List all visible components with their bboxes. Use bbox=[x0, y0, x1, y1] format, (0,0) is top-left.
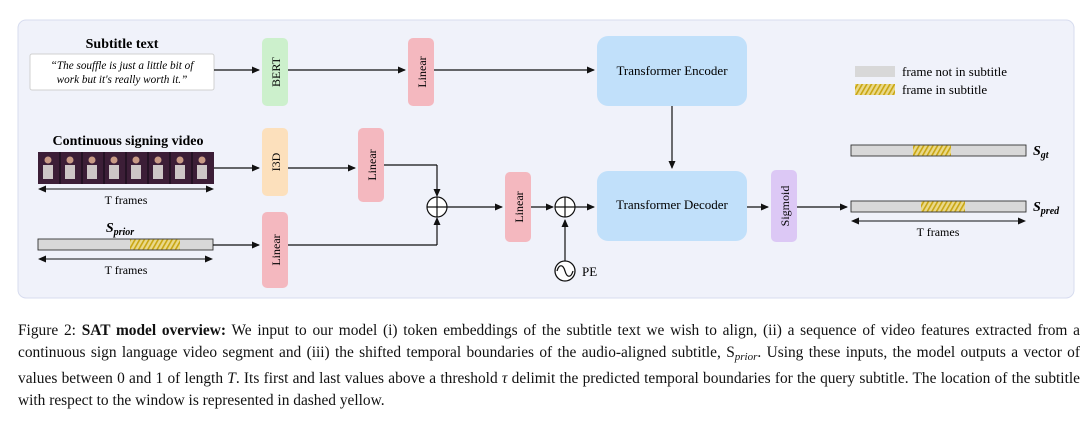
bert-block bbox=[262, 38, 288, 106]
subtitle-quote-line2: work but it's really worth it.” bbox=[57, 74, 188, 86]
transformer-decoder bbox=[597, 171, 747, 241]
linear-label-text: Linear bbox=[415, 56, 429, 87]
s-prior-label: Sprior bbox=[106, 221, 134, 238]
linear-block-fused bbox=[505, 172, 531, 242]
legend-swatch-not-in-subtitle bbox=[855, 66, 895, 77]
video-t-frames: T frames bbox=[105, 193, 148, 207]
bert-label: BERT bbox=[269, 56, 283, 87]
caption-t-var: T bbox=[227, 370, 236, 387]
caption-text-d: delimit the predicted temporal boundarie… bbox=[18, 370, 1080, 409]
transformer-encoder-label: Transformer Encoder bbox=[616, 63, 728, 78]
legend-in-subtitle: frame in subtitle bbox=[902, 82, 987, 97]
subtitle-heading: Subtitle text bbox=[86, 37, 159, 52]
linear-label-fused: Linear bbox=[512, 191, 526, 222]
linear-block-prior bbox=[262, 212, 288, 288]
pe-label: PE bbox=[582, 264, 597, 279]
s-pred-label: Spred bbox=[1033, 200, 1060, 217]
i3d-label: I3D bbox=[269, 152, 283, 171]
s-pred-t-frames: T frames bbox=[917, 225, 960, 239]
s-prior-t-frames: T frames bbox=[105, 263, 148, 277]
caption-tau: τ bbox=[501, 370, 508, 387]
sum-node-1 bbox=[426, 196, 448, 218]
caption-text-b: . Using these inputs, the model outputs … bbox=[18, 343, 1081, 388]
transformer-decoder-label: Transformer Decoder bbox=[616, 197, 728, 212]
transformer-encoder bbox=[597, 36, 747, 106]
video-frames-strip bbox=[38, 152, 214, 184]
caption-sprior-sub: prior bbox=[734, 350, 758, 363]
sum-node-2 bbox=[554, 196, 576, 218]
sigmoid-label: Sigmoid bbox=[778, 186, 792, 227]
video-heading: Continuous signing video bbox=[53, 134, 204, 149]
s-pred-subtitle-segment bbox=[921, 201, 965, 212]
figure-caption: Figure 2: SAT model overview: We input t… bbox=[18, 320, 1080, 411]
subtitle-quote-box bbox=[29, 53, 215, 91]
sigmoid-block bbox=[771, 170, 797, 242]
sat-architecture-figure: Subtitle text “The souffle is just a lit… bbox=[17, 19, 1075, 299]
caption-text-c: . Its first and last values above a thre… bbox=[235, 370, 502, 387]
caption-title: SAT model overview: bbox=[81, 322, 226, 339]
linear-block-text bbox=[408, 38, 434, 106]
caption-fig-label: Figure 2: bbox=[18, 322, 76, 339]
s-gt-subtitle-segment bbox=[913, 145, 951, 156]
caption-text-a: We input to our model (i) token embeddin… bbox=[18, 322, 1080, 361]
linear-block-video bbox=[358, 128, 384, 202]
s-prior-bar bbox=[37, 238, 214, 251]
subtitle-quote-line1: “The souffle is just a little bit of bbox=[51, 60, 196, 72]
legend-swatch-in-subtitle bbox=[855, 84, 895, 95]
s-gt-label: Sgt bbox=[1033, 144, 1050, 161]
linear-label-prior: Linear bbox=[269, 234, 283, 265]
pe-sine-icon bbox=[554, 260, 576, 282]
i3d-block bbox=[262, 128, 288, 196]
legend-not-in-subtitle: frame not in subtitle bbox=[902, 64, 1007, 79]
s-prior-subtitle-segment bbox=[130, 239, 180, 250]
linear-label-video: Linear bbox=[365, 149, 379, 180]
